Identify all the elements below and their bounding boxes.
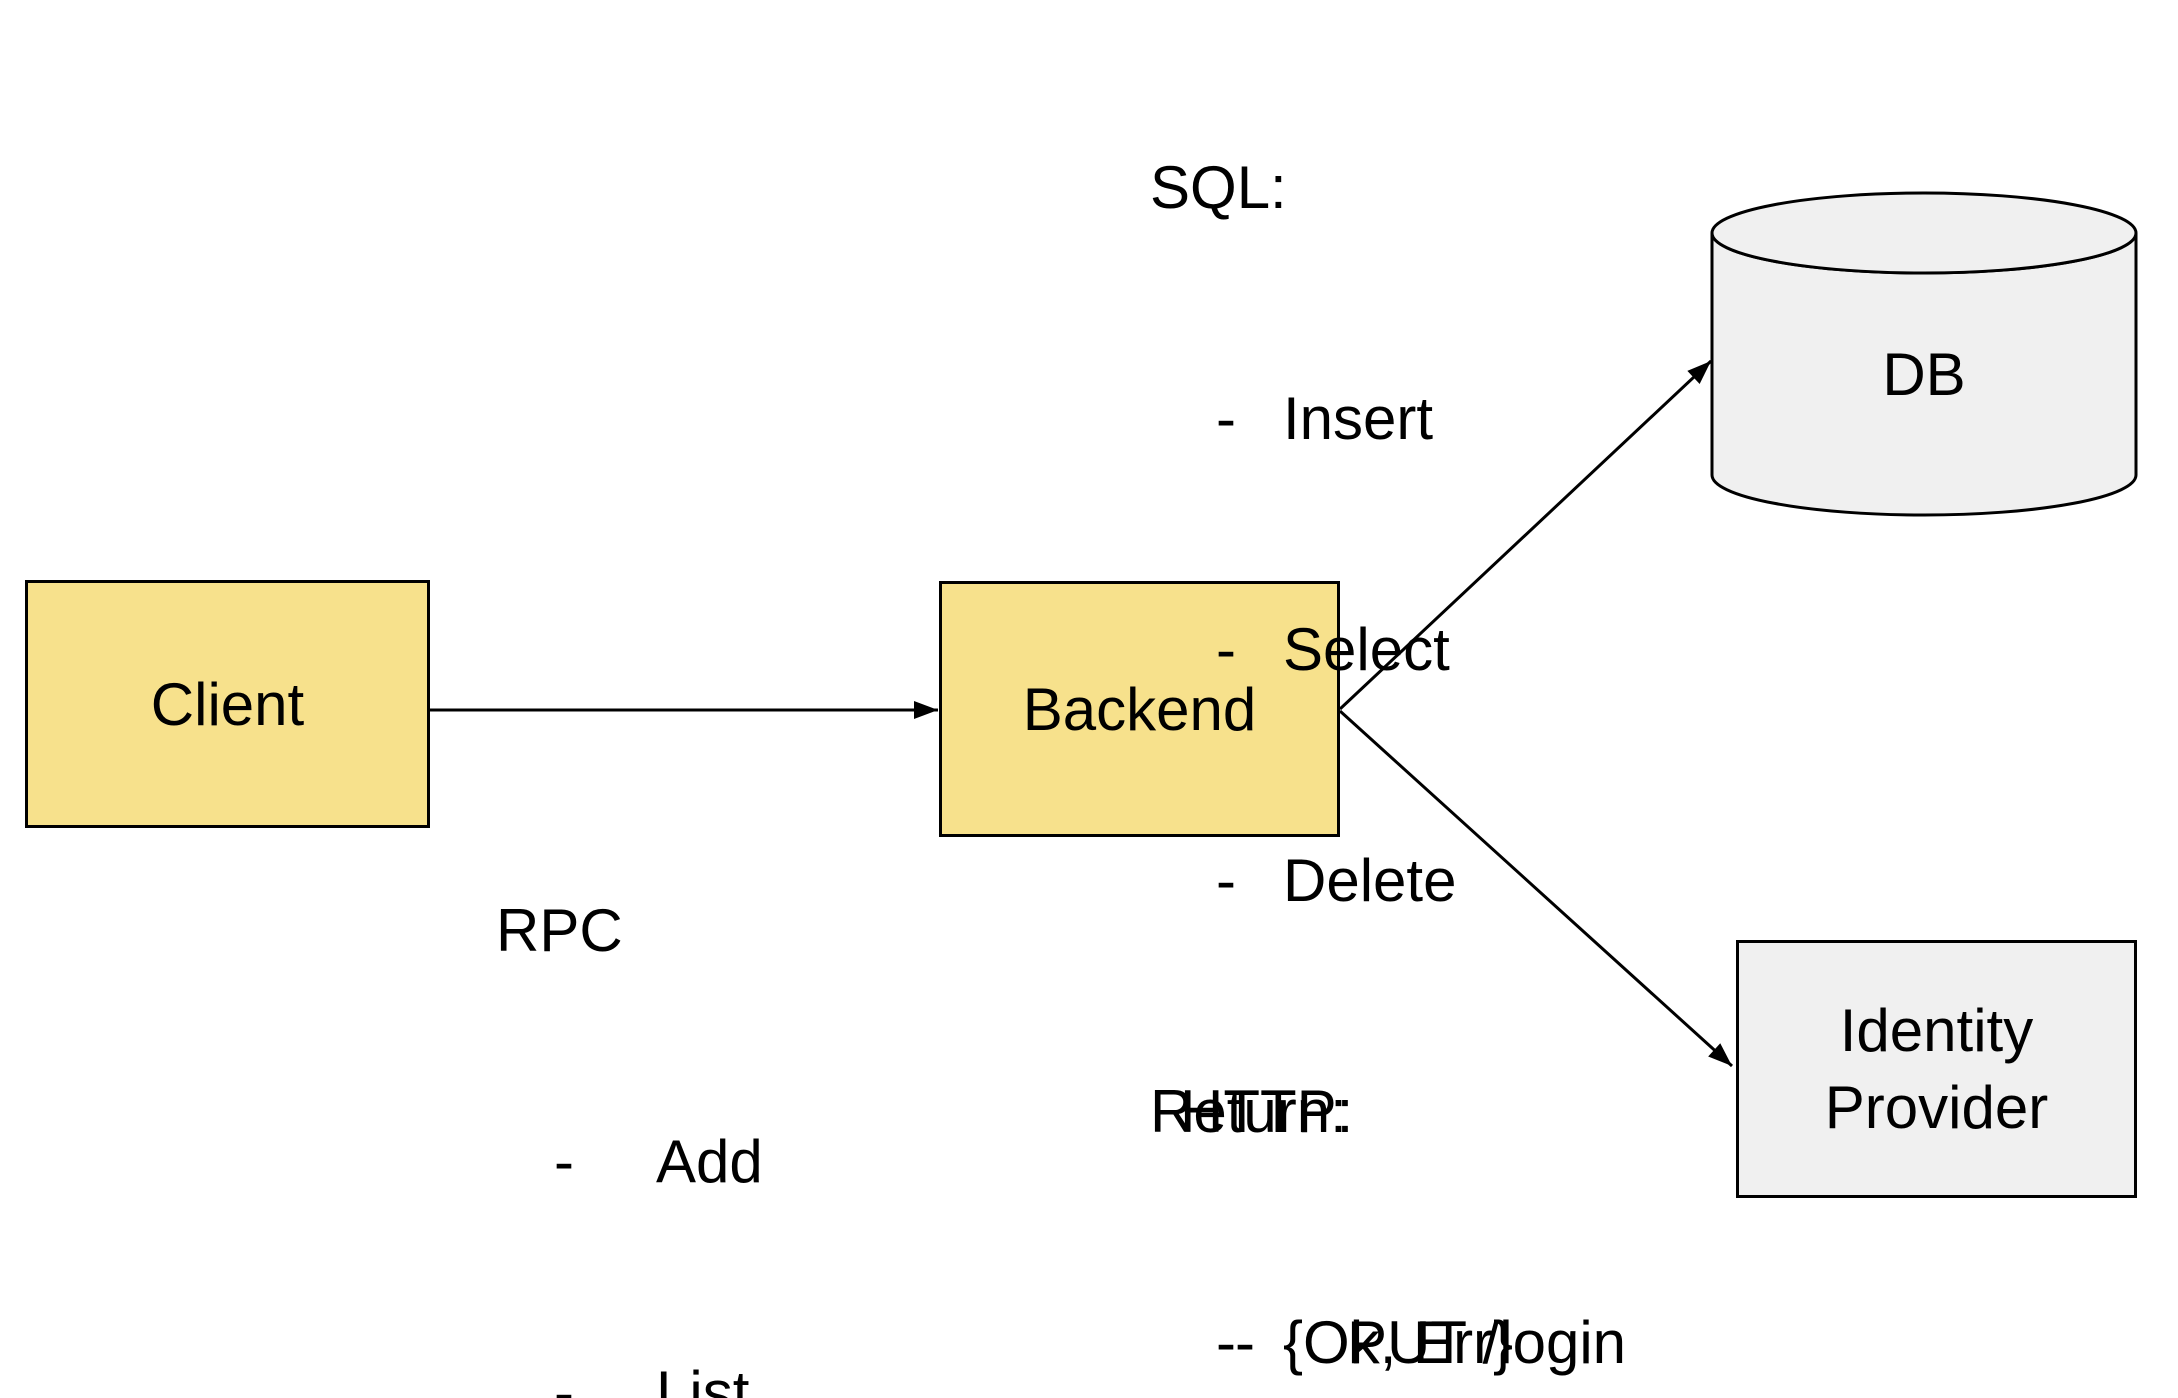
db-node-label: DB <box>1712 233 2136 515</box>
bullet-dash: - <box>1216 385 1236 452</box>
annotation-line: - PUT /login <box>1180 1304 1626 1381</box>
annotation-line: Return: <box>1150 1073 1347 1150</box>
annotation-line: - Select <box>1150 611 1450 688</box>
identity-provider-label-line1: Identity <box>1839 997 2034 1064</box>
annotation-line: - Delete <box>1150 842 1456 919</box>
sql-annotation-block: SQL: - Insert - Select - Delete Return: … <box>1150 0 1513 1398</box>
backend-idp-arrow <box>1338 709 1734 1068</box>
bullet-dash: - <box>1235 1309 1255 1376</box>
annotation-item: Delete <box>1283 847 1457 914</box>
annotation-header: RPC <box>496 897 623 964</box>
client-node: Client <box>25 580 430 828</box>
annotation-item: PUT /login <box>1347 1309 1627 1376</box>
annotation-item: Insert <box>1283 385 1434 452</box>
annotation-header: SQL: <box>1150 154 1287 221</box>
annotation-line: - {Ok, Err} <box>1150 1304 1513 1381</box>
annotation-item: List <box>656 1359 750 1398</box>
bullet-dash: - <box>1216 616 1236 683</box>
annotation-header: Return: <box>1150 1078 1347 1145</box>
bullet-dash: - <box>554 1128 574 1195</box>
annotation-line: HTTP: <box>1180 1073 1353 1150</box>
bullet-dash: - <box>1216 1309 1236 1376</box>
backend-node-label: Backend <box>1022 675 1257 743</box>
bullet-dash: - <box>1216 847 1236 914</box>
identity-provider-label-line2: Provider <box>1824 1074 2049 1141</box>
bullet-dash: - <box>554 1359 574 1398</box>
annotation-header: HTTP: <box>1180 1078 1354 1145</box>
client-node-label: Client <box>150 670 305 738</box>
backend-db-arrow <box>1338 359 1713 711</box>
db-label-text: DB <box>1882 340 1966 408</box>
rpc-annotation-block: RPC - Add - List - Delete Return codes: … <box>496 738 763 1398</box>
db-cylinder <box>1710 191 2138 517</box>
annotation-line: - List <box>496 1354 749 1398</box>
annotation-item: {Ok, Err} <box>1283 1309 1514 1376</box>
annotation-line: SQL: <box>1150 149 1287 226</box>
identity-provider-node: Identity Provider <box>1736 940 2137 1198</box>
annotation-line: - Add <box>496 1123 763 1200</box>
http-annotation-block: HTTP: - PUT /login Return codes: - 200 O… <box>1180 919 1626 1398</box>
annotation-line: - Insert <box>1150 380 1433 457</box>
annotation-item: Add <box>656 1128 763 1195</box>
annotation-line: RPC <box>496 892 623 969</box>
db-cylinder-top <box>1710 191 2138 275</box>
backend-node: Backend <box>939 581 1340 837</box>
annotation-item: Select <box>1283 616 1450 683</box>
